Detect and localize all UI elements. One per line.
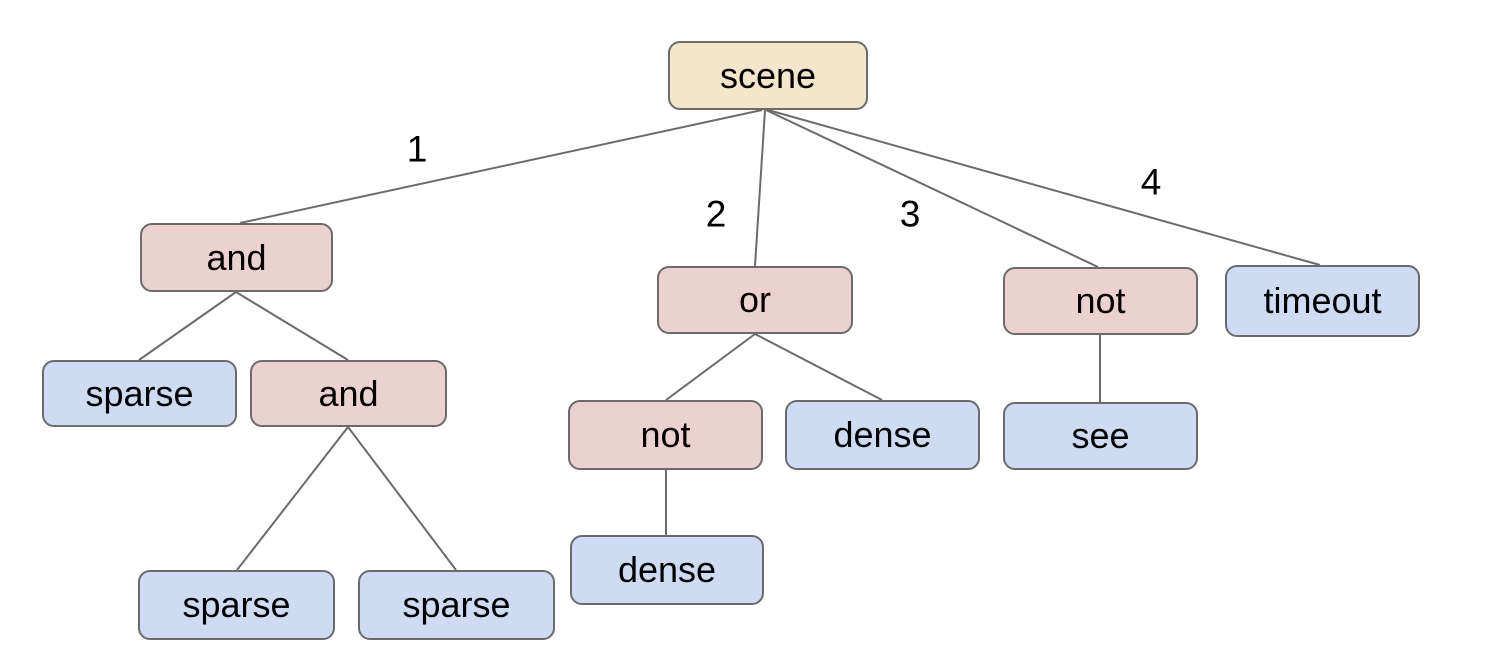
node-label: and <box>206 236 267 278</box>
node-label: scene <box>719 54 817 96</box>
edge-scene-to-or-1 <box>754 109 766 267</box>
edge-scene-to-and-1 <box>239 109 763 224</box>
edge-and-2-to-sparse-2 <box>236 426 349 571</box>
node-dense-1: dense <box>785 400 980 470</box>
node-sparse-2: sparse <box>138 570 335 640</box>
edge-and-2-to-sparse-3 <box>347 426 457 571</box>
node-label: dense <box>617 549 717 590</box>
edge-label-4: 4 <box>1141 162 1162 203</box>
node-label: timeout <box>1263 280 1382 321</box>
edge-label-1: 1 <box>407 129 428 170</box>
edge-or-1-to-not-2 <box>665 333 756 401</box>
node-dense-2: dense <box>570 535 764 605</box>
node-or-1: or <box>657 266 853 334</box>
node-label: see <box>1071 415 1130 456</box>
node-label: sparse <box>85 372 194 414</box>
edge-label-2: 2 <box>706 194 727 235</box>
edge-scene-to-not-1 <box>765 109 1099 268</box>
node-sparse-3: sparse <box>358 570 555 640</box>
edge-and-1-to-sparse-1 <box>138 291 237 361</box>
node-label: sparse <box>402 584 511 625</box>
node-and-1: and <box>140 223 333 292</box>
node-label: sparse <box>182 584 291 625</box>
node-not-2: not <box>568 400 763 470</box>
edge-scene-to-timeout <box>767 109 1321 266</box>
node-sparse-1: sparse <box>42 360 237 427</box>
node-see: see <box>1003 402 1198 470</box>
node-label: and <box>318 372 379 414</box>
node-label: or <box>738 279 771 320</box>
node-and-2: and <box>250 360 447 427</box>
node-timeout: timeout <box>1225 265 1420 337</box>
node-label: not <box>1075 280 1126 321</box>
node-scene: scene <box>668 41 868 110</box>
node-not-1: not <box>1003 267 1198 335</box>
edge-or-1-to-dense-1 <box>754 333 883 401</box>
node-label: not <box>640 414 691 455</box>
edge-label-3: 3 <box>900 194 921 235</box>
edge-and-1-to-and-2 <box>235 291 349 361</box>
node-label: dense <box>833 414 932 455</box>
